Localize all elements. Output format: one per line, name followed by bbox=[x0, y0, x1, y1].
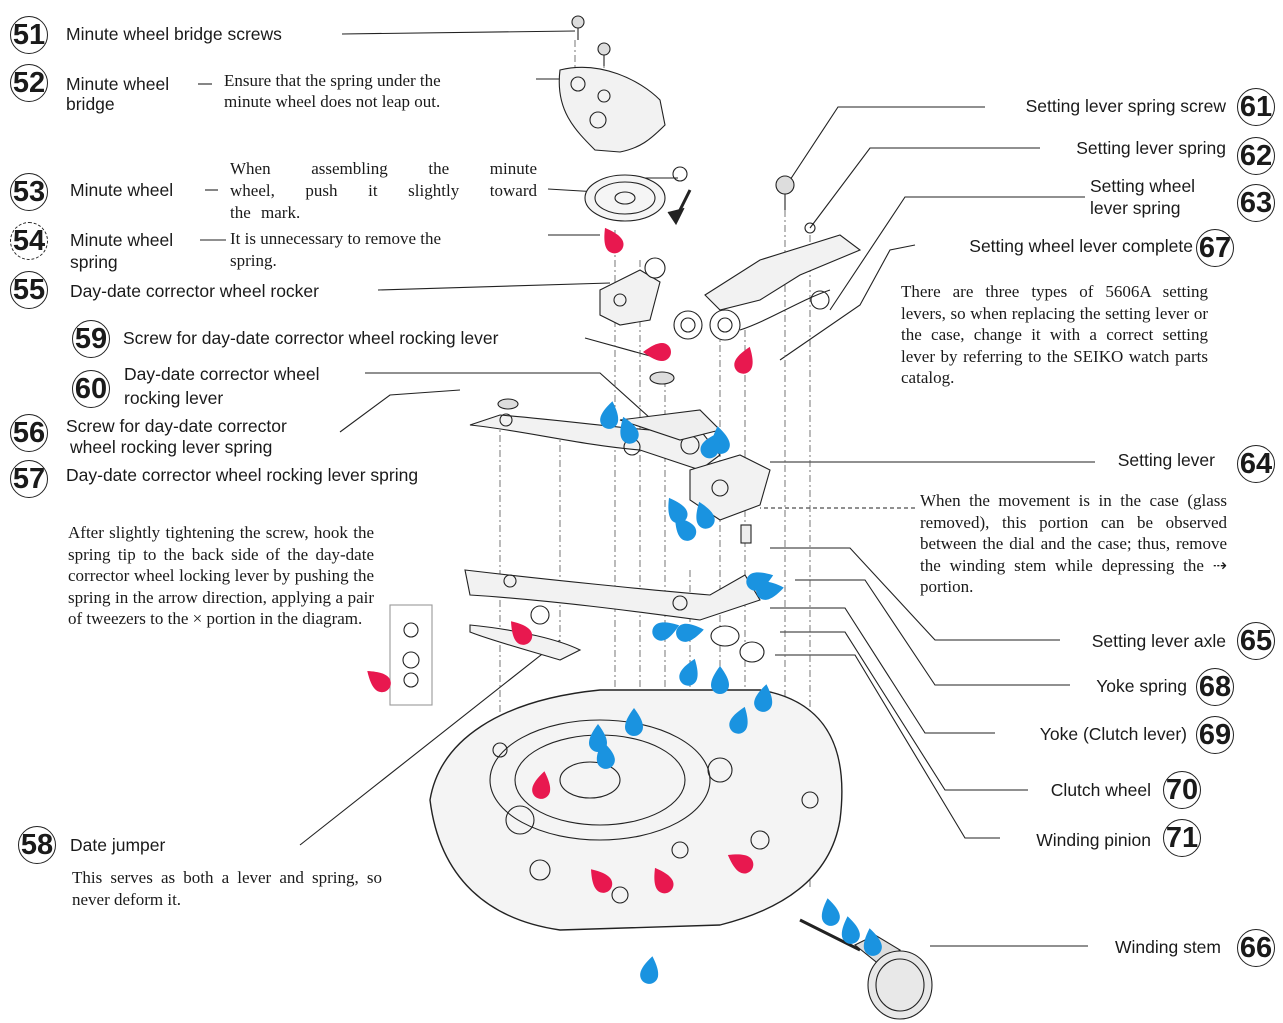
part-number-68: 68 bbox=[1196, 668, 1234, 706]
note-date-jumper: This serves as both a lever and spring, … bbox=[72, 868, 382, 909]
part-number-57: 57 bbox=[10, 460, 48, 498]
part-number-70: 70 bbox=[1163, 771, 1201, 809]
note-setting-lever: When the movement is in the case (glass … bbox=[920, 491, 1227, 596]
part-label-screw-rocking-lever: Screw for day-date corrector wheel rocki… bbox=[123, 328, 499, 348]
oil-marker bbox=[532, 771, 551, 799]
note-minute-wheel-3: the mark. bbox=[230, 203, 301, 222]
oil-marker bbox=[756, 581, 784, 600]
part-number-67: 67 bbox=[1196, 229, 1234, 267]
part-label-setting-wheel-lever-complete: Setting wheel lever complete bbox=[969, 236, 1193, 256]
part-number-59: 59 bbox=[72, 320, 110, 358]
part-number-60: 60 bbox=[72, 370, 110, 408]
oil-marker bbox=[746, 572, 774, 591]
oil-marker bbox=[591, 869, 613, 893]
part-label-minute-wheel-bridge-1: Minute wheel bbox=[66, 74, 170, 94]
part-label-minute-wheel: Minute wheel bbox=[70, 180, 174, 200]
part-label-setting-lever: Setting lever bbox=[1117, 450, 1215, 470]
oil-marker bbox=[675, 517, 697, 541]
part-number-62: 62 bbox=[1237, 137, 1275, 175]
oil-marker bbox=[600, 401, 619, 429]
part-number-55: 55 bbox=[10, 271, 48, 309]
part-label-setting-wheel-lever-spring-2: lever spring bbox=[1090, 198, 1181, 218]
oil-marker bbox=[696, 501, 715, 529]
part-label-winding-pinion: Winding pinion bbox=[1036, 830, 1151, 850]
note-minute-wheel-2: wheel, push it slightly toward bbox=[230, 181, 537, 200]
part-label-yoke-clutch-lever: Yoke (Clutch lever) bbox=[1039, 724, 1187, 744]
oil-marker bbox=[729, 706, 748, 734]
note-rocking-lever-spring: After slightly tightening the screw, hoo… bbox=[68, 523, 374, 628]
oil-marker bbox=[754, 684, 773, 712]
oil-marker bbox=[511, 621, 533, 645]
oil-marker bbox=[604, 227, 624, 254]
part-label-setting-wheel-lever-spring-1: Setting wheel bbox=[1090, 176, 1196, 196]
note-minute-wheel-bridge-2: minute wheel does not leap out. bbox=[224, 92, 441, 111]
part-label-minute-wheel-spring-1: Minute wheel bbox=[70, 230, 174, 250]
part-number-54: 54 bbox=[10, 222, 48, 260]
part-label-setting-lever-spring: Setting lever spring bbox=[1076, 138, 1226, 158]
part-label-rocking-lever-spring: Day-date corrector wheel rocking lever s… bbox=[66, 465, 419, 485]
oil-marker bbox=[679, 658, 698, 686]
oil-marker bbox=[625, 708, 643, 736]
part-label-screw-rocking-lever-spring-2: wheel rocking lever spring bbox=[70, 437, 273, 457]
oil-marker bbox=[841, 916, 860, 944]
oil-marker bbox=[863, 928, 882, 956]
part-label-date-jumper: Date jumper bbox=[70, 835, 166, 855]
part-label-rocking-lever-2: rocking lever bbox=[124, 388, 224, 408]
part-label-rocking-lever-1: Day-date corrector wheel bbox=[124, 364, 320, 384]
part-label-minute-wheel-spring-2: spring bbox=[70, 252, 118, 272]
oil-marker bbox=[711, 666, 729, 694]
note-minute-wheel-bridge-1: Ensure that the spring under the bbox=[224, 71, 441, 90]
part-number-58: 58 bbox=[18, 826, 56, 864]
part-label-setting-lever-spring-screw: Setting lever spring screw bbox=[1025, 96, 1226, 116]
part-label-yoke-spring: Yoke spring bbox=[1096, 676, 1187, 696]
part-label-clutch-wheel: Clutch wheel bbox=[1050, 780, 1151, 800]
part-number-64: 64 bbox=[1237, 445, 1275, 483]
oil-marker bbox=[620, 416, 639, 444]
oil-marker bbox=[654, 867, 674, 894]
part-number-51: 51 bbox=[10, 16, 48, 54]
part-number-66: 66 bbox=[1237, 929, 1275, 967]
oil-marker bbox=[821, 898, 840, 926]
part-number-69: 69 bbox=[1196, 716, 1234, 754]
oil-marker bbox=[643, 343, 671, 361]
part-label-minute-wheel-bridge-2: bridge bbox=[66, 94, 115, 114]
note-minute-wheel-spring-1: It is unnecessary to remove the bbox=[230, 229, 442, 248]
oil-marker bbox=[640, 956, 659, 984]
part-number-52: 52 bbox=[10, 64, 48, 102]
note-setting-wheel-lever: There are three types of 5606A setting l… bbox=[901, 282, 1208, 387]
part-number-53: 53 bbox=[10, 173, 48, 211]
part-number-61: 61 bbox=[1237, 88, 1275, 126]
note-minute-wheel-spring-2: spring. bbox=[230, 251, 277, 270]
part-number-63: 63 bbox=[1237, 184, 1275, 222]
oil-marker bbox=[727, 854, 754, 874]
part-label-screw-rocking-lever-spring-1: Screw for day-date corrector bbox=[66, 416, 287, 436]
oil-marker bbox=[596, 741, 615, 769]
oil-marker bbox=[668, 497, 688, 524]
oil-marker bbox=[367, 671, 391, 693]
part-label-minute-wheel-bridge-screws: Minute wheel bridge screws bbox=[66, 24, 282, 44]
part-number-71: 71 bbox=[1163, 819, 1201, 857]
oil-marker bbox=[734, 346, 753, 374]
oil-marker bbox=[676, 623, 704, 642]
note-minute-wheel-1: When assembling the minute bbox=[230, 159, 537, 178]
part-number-56: 56 bbox=[10, 414, 48, 452]
oil-marker bbox=[652, 622, 680, 641]
part-label-day-date-corrector-wheel-rocker: Day-date corrector wheel rocker bbox=[70, 281, 319, 301]
part-label-winding-stem: Winding stem bbox=[1114, 937, 1221, 957]
part-number-65: 65 bbox=[1237, 622, 1275, 660]
oil-marker bbox=[700, 432, 720, 459]
part-label-setting-lever-axle: Setting lever axle bbox=[1091, 631, 1226, 651]
